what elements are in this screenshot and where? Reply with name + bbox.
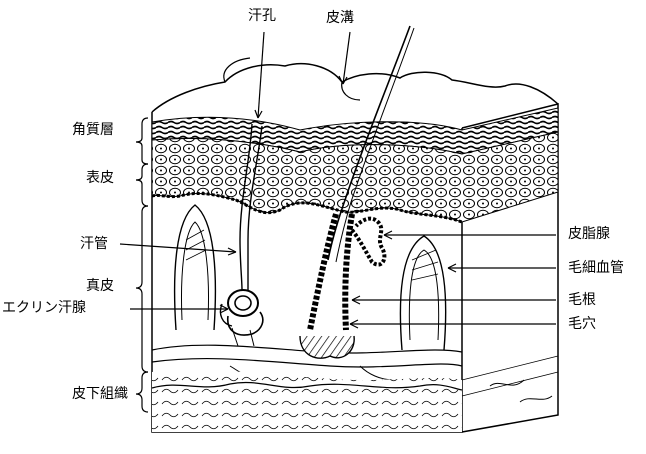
label-skin-groove: 皮溝 [326,10,354,26]
label-capillary: 毛細血管 [568,260,624,276]
label-sweat-pore: 汗孔 [248,8,276,24]
epidermis-cell-layer [151,131,559,224]
label-hair-root: 毛根 [568,292,596,308]
label-dermis: 真皮 [86,278,114,294]
label-sebaceous-gland: 皮脂腺 [568,226,610,242]
leader-lines [119,31,556,329]
subcutaneous-layer [151,355,559,432]
hair-follicle-structures [299,25,415,359]
label-stratum-corneum: 角質層 [72,122,114,138]
label-eccrine-gland: エクリン汗腺 [2,300,86,316]
layer-brackets [135,117,149,413]
label-subcutaneous-tissue: 皮下組織 [72,386,128,402]
label-epidermis: 表皮 [86,170,114,186]
sweat-duct-and-gland [219,123,264,347]
label-sweat-duct: 汗管 [80,236,108,252]
dermis-structures [151,204,463,383]
label-hair-follicle: 毛穴 [568,316,596,332]
